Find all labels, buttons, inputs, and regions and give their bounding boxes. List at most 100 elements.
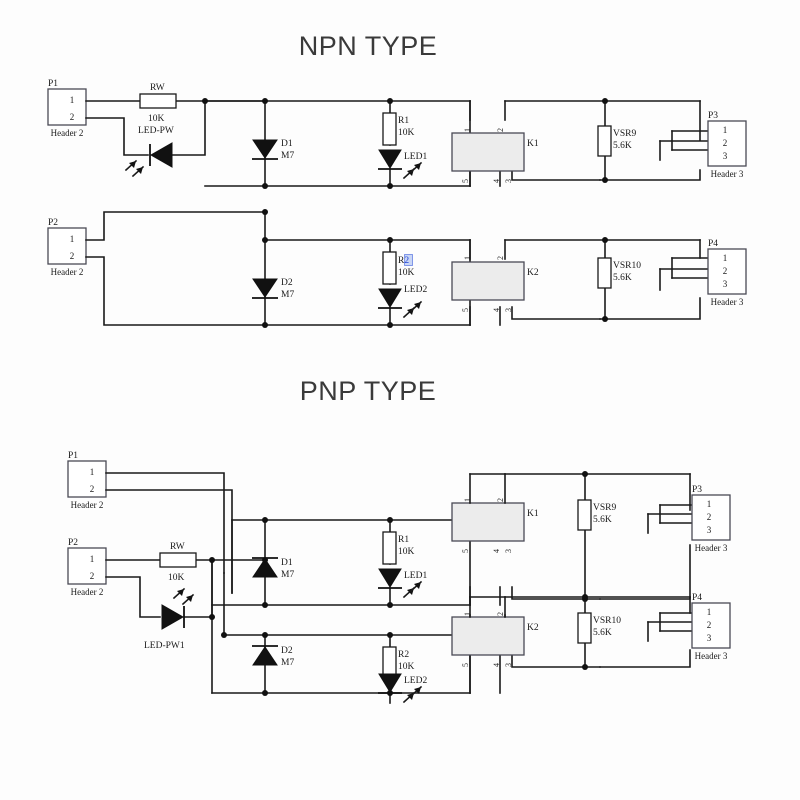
npn-section-title: NPN TYPE [299,31,438,61]
pnp-p1-ref: P1 [68,451,78,461]
pnp-diode-d2[interactable]: D2 M7 [252,645,294,668]
npn-r2-ref: R2 [398,256,409,266]
pnp-varistor-vsr9[interactable]: VSR9 5.6K [469,471,693,602]
npn-header-p4[interactable]: P4 1 2 3 Header 3 [707,239,747,307]
pnp-led2-ref: LED2 [404,676,427,686]
npn-r1-ref: R1 [398,116,409,126]
pnp-d2-ref: D2 [281,646,293,656]
pnp-p3-pin2: 2 [707,512,712,522]
pnp-k2-pin2: 2 [496,612,505,616]
npn-k2-pin1: 1 [463,256,472,260]
npn-p2-pin2: 2 [70,251,75,261]
npn-diode-d2[interactable]: D2 M7 [252,278,294,300]
pnp-p2-pin1: 1 [90,554,95,564]
npn-k1-pin4: 4 [492,179,501,183]
npn-p3-pin3: 3 [723,151,728,161]
npn-r1-value: 10K [398,128,415,138]
pnp-ledpw1-ref: LED-PW1 [144,641,185,651]
npn-p3-ref: P3 [708,111,718,121]
npn-d1-ref: D1 [281,139,293,149]
pnp-k1-pin5: 5 [461,549,470,553]
pnp-p3-pin3: 3 [707,525,712,535]
npn-header-p2[interactable]: P2 1 2 Header 2 [47,218,87,277]
npn-resistor-r2[interactable]: R2 10K [382,251,415,285]
pnp-p4-pin2: 2 [707,620,712,630]
pnp-p4-pin1: 1 [707,607,712,617]
npn-vsr9-value: 5.6K [613,141,632,151]
pnp-led1[interactable]: LED1 [378,568,427,599]
npn-rw-value: 10K [148,114,165,124]
pnp-led-pw1[interactable]: LED-PW1 [144,587,195,651]
npn-led1-ref: LED1 [404,152,427,162]
pnp-k1-pin2: 2 [496,498,505,502]
pnp-resistor-r2[interactable]: R2 10K [382,646,415,680]
npn-resistor-r1[interactable]: R1 10K [382,112,415,146]
pnp-diode-d1[interactable]: D1 M7 [252,557,294,580]
npn-k2-pin3: 3 [504,308,513,312]
npn-p3-pin1: 1 [723,125,728,135]
npn-p2-ref: P2 [48,218,58,228]
pnp-header-p2[interactable]: P2 1 2 Header 2 [67,538,107,597]
npn-d2-ref: D2 [281,278,293,288]
pnp-resistor-r1[interactable]: R1 10K [382,531,415,565]
npn-led-pw[interactable]: LED-PW [124,126,174,178]
pnp-relay-k1[interactable]: 1 2 5 4 3 K1 [451,498,601,606]
npn-diode-d1[interactable]: D1 M7 [252,139,294,161]
pnp-r1-ref: R1 [398,535,409,545]
pnp-header-p3[interactable]: P3 1 2 3 Header 3 [691,485,731,553]
pnp-circuit: P1 1 2 Header 2 P2 1 2 Header 2 RW 10K [67,451,731,704]
npn-led2[interactable]: LED2 [378,285,427,319]
npn-p3-type: Header 3 [711,169,744,179]
pnp-r2-value: 10K [398,662,415,672]
npn-p4-pin3: 3 [723,279,728,289]
npn-p2-type: Header 2 [51,267,84,277]
pnp-p2-pin2: 2 [90,571,95,581]
pnp-k2-pin4: 4 [492,663,501,667]
pnp-rw-ref: RW [170,542,185,552]
npn-varistor-vsr9[interactable]: VSR9 5.6K [504,98,709,183]
pnp-r2-ref: R2 [398,650,409,660]
pnp-k1-pin1: 1 [463,498,472,502]
pnp-vsr9-ref: VSR9 [593,503,616,513]
pnp-relay-k2[interactable]: 1 2 5 4 3 K2 [451,612,601,694]
pnp-vsr10-value: 5.6K [593,628,612,638]
npn-header-p3[interactable]: P3 1 2 3 Header 3 [707,111,747,179]
npn-k1-pin1: 1 [463,128,472,132]
pnp-vsr10-ref: VSR10 [593,616,621,626]
npn-led1[interactable]: LED1 [378,149,427,180]
pnp-p3-type: Header 3 [695,543,728,553]
npn-k1-pin5: 5 [461,179,470,183]
pnp-varistor-vsr10[interactable]: VSR10 5.6K [469,594,693,670]
pnp-resistor-rw[interactable]: RW 10K [159,542,197,583]
pnp-r1-value: 10K [398,547,415,557]
pnp-p4-type: Header 3 [695,651,728,661]
pnp-k1-pin4: 4 [492,549,501,553]
npn-k2-pin5: 5 [461,308,470,312]
pnp-p2-type: Header 2 [71,587,104,597]
pnp-led1-ref: LED1 [404,571,427,581]
npn-p4-ref: P4 [708,239,718,249]
pnp-d1-value: M7 [281,570,294,580]
npn-relay-k2[interactable]: 1 2 5 4 3 K2 [451,239,601,326]
pnp-k2-pin1: 1 [463,612,472,616]
npn-relay-k1[interactable]: 1 2 5 4 3 K1 [451,100,601,187]
pnp-k1-ref: K1 [527,509,539,519]
pnp-header-p4[interactable]: P4 1 2 3 Header 3 [691,593,731,661]
pnp-vsr9-value: 5.6K [593,515,612,525]
pnp-led2[interactable]: LED2 [378,673,427,704]
npn-p1-ref: P1 [48,79,58,89]
npn-varistor-vsr10[interactable]: VSR10 5.6K [504,237,709,322]
npn-header-p1[interactable]: P1 1 2 Header 2 [47,79,87,138]
npn-vsr10-ref: VSR10 [613,261,641,271]
pnp-p1-pin2: 2 [90,484,95,494]
npn-d1-value: M7 [281,151,294,161]
pnp-p1-type: Header 2 [71,500,104,510]
pnp-p1-pin1: 1 [90,467,95,477]
npn-p4-type: Header 3 [711,297,744,307]
pnp-header-p1[interactable]: P1 1 2 Header 2 [67,451,107,510]
npn-p1-type: Header 2 [51,128,84,138]
npn-resistor-rw[interactable]: RW 10K [139,83,177,124]
pnp-rw-value: 10K [168,573,185,583]
npn-p1-pin1: 1 [70,95,75,105]
